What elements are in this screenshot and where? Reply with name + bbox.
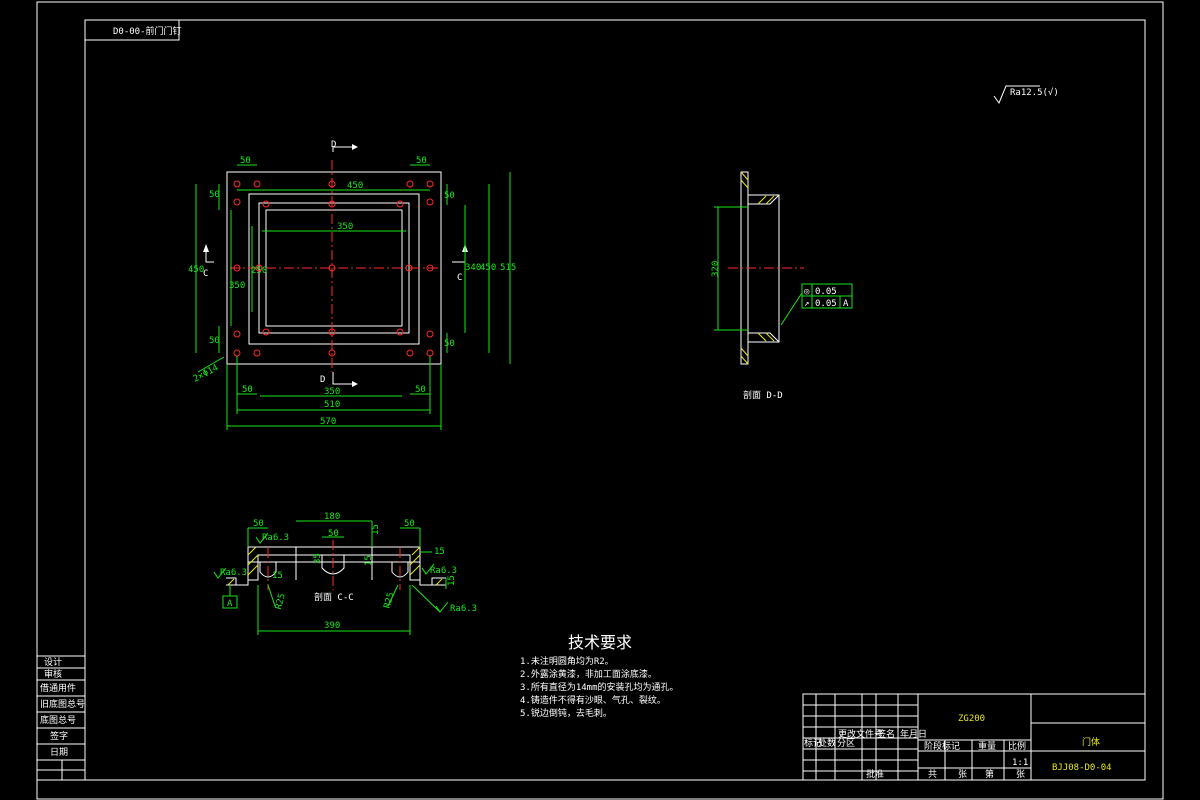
dim-left-350: 350 (229, 281, 245, 291)
dim-450-top: 450 (347, 181, 363, 191)
section-cc-view: 50 180 50 15 50 15 35 15 15 15 R25 R25 3… (213, 512, 477, 635)
section-mark-d-bottom: D (320, 375, 325, 385)
outer-border (36, 1, 1164, 800)
dim-left-450: 450 (188, 265, 204, 275)
cc-dim-15c: 15 (364, 555, 374, 566)
dim-right-top-50: 50 (444, 191, 455, 201)
side-block: 设计 审核 借通用件 旧底图总号 底图总号 签字 日期 (36, 655, 86, 781)
tech-req-item-4: 4.铸造件不得有沙眼、气孔、裂纹。 (520, 694, 666, 706)
inner-border (84, 19, 1146, 781)
dim-left-top-50: 50 (209, 190, 220, 200)
cc-roughness-marks: Ra6.3 Ra6.3 Ra6.3 Ra6.3 (213, 532, 477, 614)
tb-label-sheet1: 张 (958, 769, 967, 780)
cc-datum-label: A (227, 599, 233, 609)
cc-dim-50b: 50 (328, 529, 339, 539)
dim-left-bottom-50: 50 (209, 336, 220, 346)
tb-part-name: 门体 (1082, 736, 1100, 748)
tol-2-datum: A (843, 299, 849, 309)
tol-2-symbol: ↗ (804, 299, 809, 309)
section-mark-c-left: C (203, 269, 208, 279)
tb-label-date: 年月日 (900, 728, 927, 740)
dim-top-left: 50 (240, 156, 251, 166)
tb-label-stage: 阶段标记 (924, 740, 960, 752)
roughness-symbol: Ra12.5(√) (993, 85, 1059, 105)
dim-bottom-570: 570 (320, 417, 336, 427)
dim-bottom-left-50: 50 (242, 385, 253, 395)
section-mark-d-top: D (331, 140, 336, 150)
cc-dim-50a: 50 (253, 519, 264, 529)
tb-scale: 1:1 (1012, 758, 1028, 768)
section-dd-label: 剖面 D-D (743, 389, 783, 401)
tol-1-value: 0.05 (815, 287, 837, 297)
cc-dim-180: 180 (324, 512, 340, 522)
tol-2-value: 0.05 (815, 299, 837, 309)
tb-label-no: 第 (985, 768, 994, 780)
tb-label-approve: 批准 (866, 768, 884, 780)
title-block: ZG200 门体 BJJ08-D0-04 1:1 标记 处数 分区 更改文件号 … (802, 693, 1146, 781)
cc-dim-35: 35 (313, 553, 323, 564)
side-label-sign: 签字 (50, 730, 68, 742)
cc-rough-4: Ra6.3 (450, 604, 477, 614)
tb-label-sheet2: 张 (1016, 769, 1025, 780)
cc-dim-15b: 15 (434, 547, 445, 557)
corner-label: D0-00-前门门钉 (113, 25, 182, 37)
side-label-base-number: 底图总号 (40, 714, 76, 726)
section-mark-c-right: C (457, 273, 462, 283)
tb-label-weight: 重量 (978, 740, 996, 752)
technical-requirements: 技术要求 1.未注明圆角均为R2。 2.外露涂黄漆，非加工面涂底漆。 3.所有直… (520, 633, 679, 719)
side-label-date: 日期 (50, 747, 68, 758)
cc-dim-50c: 50 (404, 519, 415, 529)
tech-req-item-2: 2.外露涂黄漆，非加工面涂底漆。 (520, 668, 657, 680)
cc-dim-r25a: R25 (274, 592, 288, 610)
tol-1-symbol: ◎ (804, 287, 810, 297)
tech-req-item-3: 3.所有直径为14mm的安装孔均为通孔。 (520, 681, 679, 693)
tb-label-mark: 标记 (804, 737, 822, 749)
dim-right-340: 340 (465, 263, 481, 273)
tb-label-sign: 签名 (877, 728, 895, 740)
cc-rough-1: Ra6.3 (262, 533, 289, 543)
geometric-tolerance-frame: ◎ 0.05 ↗ 0.05 A (801, 283, 853, 309)
side-label-review: 审核 (44, 668, 62, 680)
tech-req-item-1: 1.未注明圆角均为R2。 (520, 655, 614, 667)
section-dd-view: 320 ◎ 0.05 ↗ 0.05 A 剖面 D-D (711, 171, 853, 401)
cc-dim-390: 390 (324, 621, 340, 631)
tb-label-total: 共 (928, 769, 937, 780)
dim-350-window: 350 (337, 222, 353, 232)
dim-bottom-510: 510 (324, 400, 340, 410)
tb-label-zone: 分区 (837, 738, 855, 749)
tb-drawing-code: BJJ08-D0-04 (1052, 763, 1112, 773)
dim-right-450: 450 (480, 263, 496, 273)
side-label-old-number: 旧底图总号 (40, 698, 85, 710)
cc-datum: A (222, 585, 238, 609)
dim-dd-320: 320 (711, 261, 721, 277)
cc-dim-15d: 15 (272, 571, 283, 581)
cc-dim-15e: 15 (447, 575, 457, 586)
cc-hatching (227, 546, 443, 586)
side-label-borrow: 借通用件 (40, 682, 76, 694)
cc-rough-2: Ra6.3 (220, 568, 247, 578)
tb-label-count: 处数 (818, 737, 836, 749)
dim-right-bottom-50: 50 (444, 339, 455, 349)
front-view: D D C C (188, 140, 516, 430)
corner-label-box (84, 19, 180, 41)
dim-right-515: 515 (500, 263, 516, 273)
tb-material: ZG200 (958, 714, 985, 724)
dim-top-right: 50 (416, 156, 427, 166)
tb-label-ratio: 比例 (1008, 740, 1026, 752)
cc-dim-r25b: R25 (383, 591, 397, 609)
roughness-text: Ra12.5(√) (1010, 87, 1059, 98)
side-label-design: 设计 (44, 656, 62, 668)
dim-bottom-350: 350 (324, 387, 340, 397)
tech-req-title: 技术要求 (568, 633, 632, 652)
tech-req-item-5: 5.锐边倒钝，去毛刺。 (520, 707, 612, 719)
mounting-holes (233, 180, 434, 357)
cc-rough-3: Ra6.3 (430, 566, 457, 576)
tb-label-change: 更改文件号 (838, 728, 883, 740)
dim-bottom-right-50: 50 (415, 385, 426, 395)
section-cc-label: 剖面 C-C (314, 591, 354, 603)
cc-dim-15a: 15 (371, 524, 381, 535)
dim-holes-note: 2×Φ14 (192, 363, 221, 385)
